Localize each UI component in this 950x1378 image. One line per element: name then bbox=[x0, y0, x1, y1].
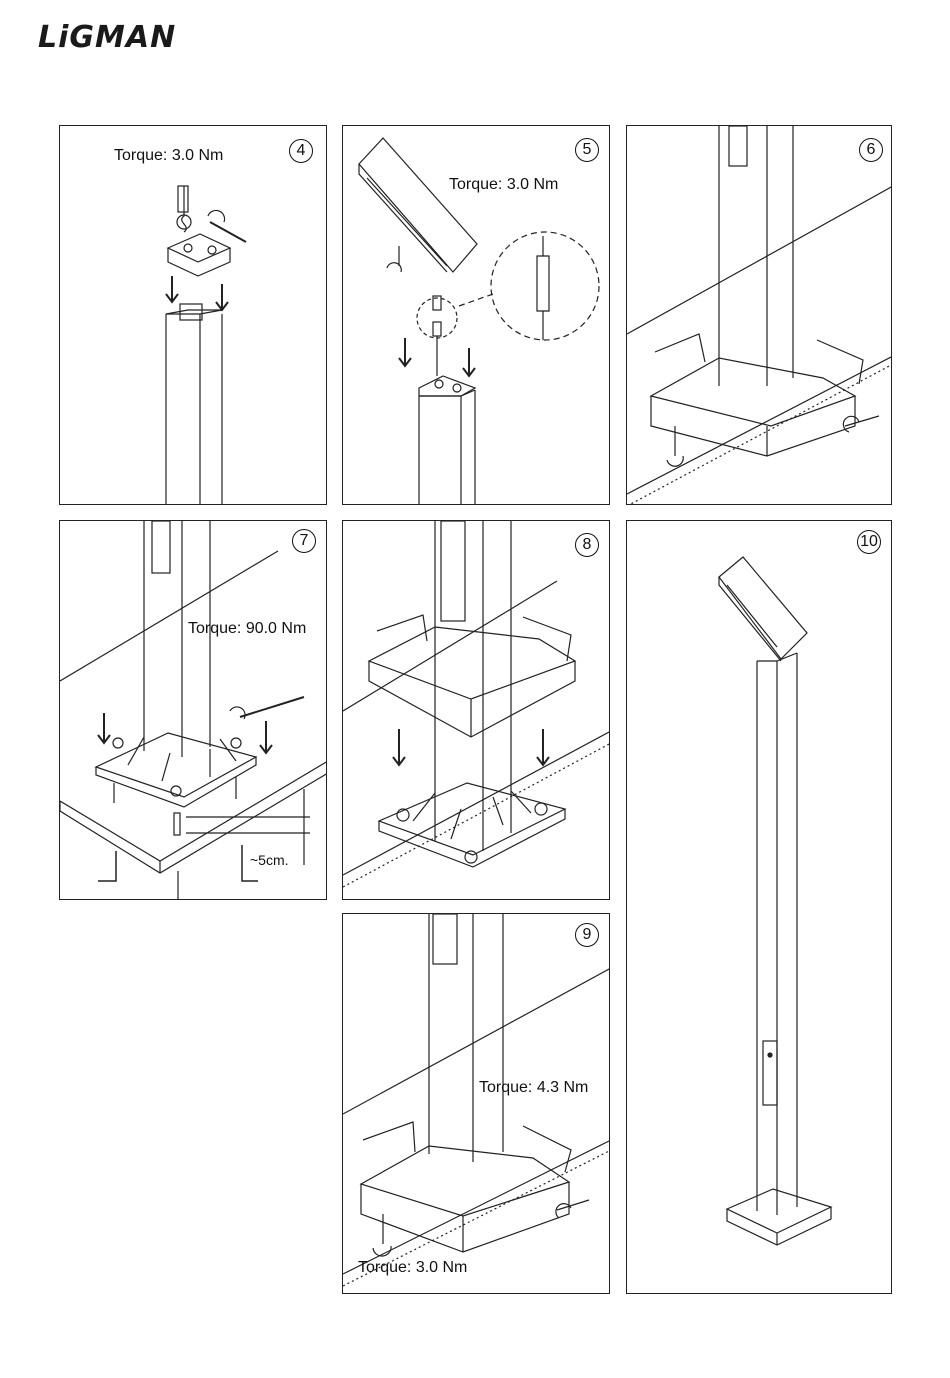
step-9-illustration bbox=[343, 914, 610, 1294]
step-9-panel: Torque: 4.3 Nm Torque: 3.0 Nm 9 bbox=[342, 913, 610, 1294]
step-5-panel: Torque: 3.0 Nm 5 bbox=[342, 125, 610, 505]
brand-logo: LiGMAN bbox=[38, 20, 176, 55]
step-7-number: 7 bbox=[292, 529, 316, 553]
step-6-illustration bbox=[627, 126, 892, 505]
step-4-panel: Torque: 3.0 Nm 4 bbox=[59, 125, 327, 505]
step-7-panel: Torque: 90.0 Nm ~5cm. 7 bbox=[59, 520, 327, 900]
step-7-dimension-label: ~5cm. bbox=[250, 852, 289, 868]
step-9-torque-lower-label: Torque: 3.0 Nm bbox=[358, 1259, 467, 1277]
step-9-torque-upper-label: Torque: 4.3 Nm bbox=[479, 1079, 588, 1097]
step-7-illustration bbox=[60, 521, 327, 900]
step-8-illustration bbox=[343, 521, 610, 900]
step-8-panel: 8 bbox=[342, 520, 610, 900]
step-5-number: 5 bbox=[575, 138, 599, 162]
step-5-torque-label: Torque: 3.0 Nm bbox=[449, 176, 558, 194]
step-4-illustration bbox=[60, 126, 327, 505]
step-4-torque-label: Torque: 3.0 Nm bbox=[114, 147, 223, 165]
step-8-number: 8 bbox=[575, 533, 599, 557]
step-10-panel: 10 bbox=[626, 520, 892, 1294]
step-10-illustration bbox=[627, 521, 892, 1294]
step-6-number: 6 bbox=[859, 138, 883, 162]
step-7-torque-label: Torque: 90.0 Nm bbox=[188, 620, 306, 638]
step-4-number: 4 bbox=[289, 139, 313, 163]
step-10-number: 10 bbox=[857, 530, 881, 554]
step-6-panel: 6 bbox=[626, 125, 892, 505]
step-9-number: 9 bbox=[575, 923, 599, 947]
